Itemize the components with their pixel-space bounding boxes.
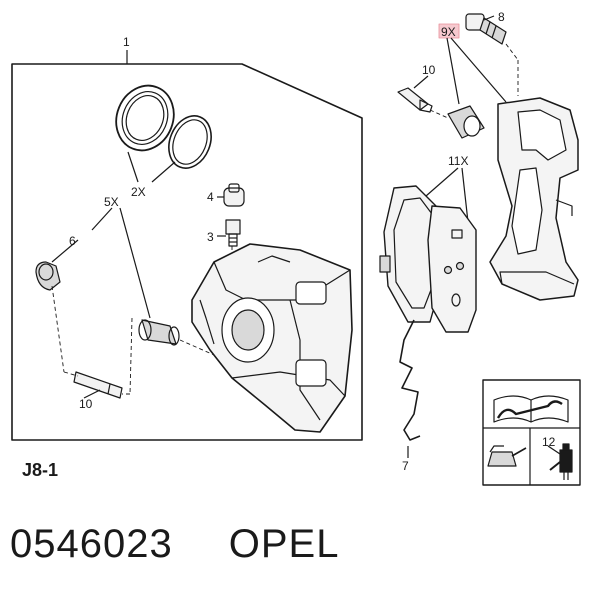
diagram-reference: J8-1 <box>22 460 59 480</box>
callout-11x: 11X <box>448 154 468 168</box>
callout-4: 4 <box>207 190 214 204</box>
callout-3: 3 <box>207 230 214 244</box>
caliper-housing-part <box>191 243 353 433</box>
bleeder-cap-part <box>223 183 245 207</box>
brake-pad-inner-part <box>379 185 441 323</box>
callout-6: 6 <box>69 234 76 248</box>
callout-10-left: 10 <box>79 397 93 411</box>
callout-2x: 2X <box>131 185 146 199</box>
guide-pin-bushing-part <box>138 319 180 346</box>
guide-pin-part <box>73 371 123 399</box>
bushing-sleeve-part <box>447 105 485 139</box>
mounting-bolt-part <box>465 13 507 45</box>
callout-8: 8 <box>498 10 505 24</box>
caliper-assembly-panel <box>11 63 363 441</box>
piston-seal-ring-part <box>168 115 212 169</box>
callout-12: 12 <box>542 435 556 449</box>
dust-boot-ring-part <box>115 84 175 152</box>
manual-book-wrench-icon <box>493 395 569 423</box>
guide-pin-right-part <box>397 87 433 113</box>
callout-9x: 9X <box>441 25 456 39</box>
part-number: 0546023 <box>10 522 173 566</box>
brake-pad-outer-part <box>427 205 477 333</box>
brand-name: OPEL <box>228 522 340 566</box>
lubricant-legend-box <box>482 379 581 486</box>
part-number-line: 0546023 OPEL <box>10 522 339 567</box>
bleeder-screw-part <box>225 219 241 247</box>
anti-rattle-spring-part <box>399 319 421 441</box>
callout-7: 7 <box>402 459 409 473</box>
caliper-carrier-part <box>489 97 579 301</box>
callout-1: 1 <box>123 35 130 49</box>
callout-10-right: 10 <box>422 63 436 77</box>
oil-can-icon <box>487 445 527 467</box>
label-highlight-9x <box>438 23 460 39</box>
guide-pin-boot-part <box>35 261 61 291</box>
callout-5x: 5X <box>104 195 119 209</box>
grease-tube-icon <box>549 443 573 480</box>
